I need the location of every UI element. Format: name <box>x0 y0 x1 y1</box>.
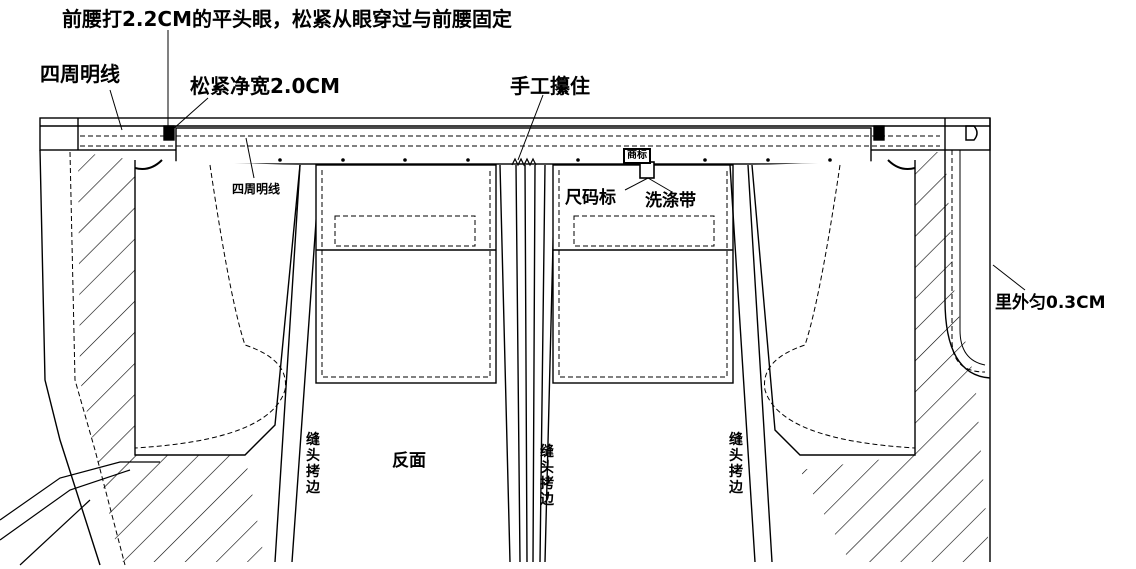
elastic-width-label: 松紧净宽2.0CM <box>190 74 341 98</box>
seam-overlock-label-2: 缝头拷边 <box>540 444 554 508</box>
right-side-stitch <box>951 150 986 373</box>
waistband <box>39 117 991 165</box>
seam-overlock-label-3: 缝头拷边 <box>729 432 743 496</box>
hand-tack-label: 手工攥住 <box>510 74 590 98</box>
brand-label-tag: 商标 <box>623 148 651 164</box>
left-pocket-bag <box>134 160 301 456</box>
right-crotch-lines <box>729 164 773 563</box>
top-note: 前腰打2.2CM的平头眼，松紧从眼穿过与前腰固定 <box>62 7 513 31</box>
left-pocket-stitch <box>134 164 286 449</box>
left-side-seam <box>39 149 101 566</box>
right-pocket-facing <box>887 159 916 170</box>
right-pocket-stitch <box>764 164 916 449</box>
right-back-pocket <box>552 164 734 384</box>
edge-stitch-label: 里外匀0.3CM <box>995 293 1106 313</box>
left-pocket-facing <box>134 159 163 170</box>
topstitch-left-label: 四周明线 <box>40 62 120 86</box>
waist-button-icon <box>965 125 978 141</box>
leader-lines <box>109 30 1026 291</box>
left-back-pocket <box>315 164 497 384</box>
lining-hatch-left <box>78 152 265 562</box>
left-lower-lines <box>0 461 160 566</box>
reverse-side-label: 反面 <box>392 451 426 471</box>
hand-tack-mark <box>511 157 537 167</box>
care-label: 洗涤带 <box>645 191 696 211</box>
center-seams <box>499 164 556 563</box>
lining-hatch-right <box>800 152 990 562</box>
right-back-pocket-flap <box>573 215 715 247</box>
right-pocket-bag <box>751 160 916 456</box>
left-back-pocket-flap <box>334 215 476 247</box>
seam-overlock-label-1: 缝头拷边 <box>306 432 320 496</box>
size-label: 尺码标 <box>565 188 616 208</box>
left-side-seam-inner <box>69 151 126 566</box>
waist-topstitch-label: 四周明线 <box>232 182 281 196</box>
